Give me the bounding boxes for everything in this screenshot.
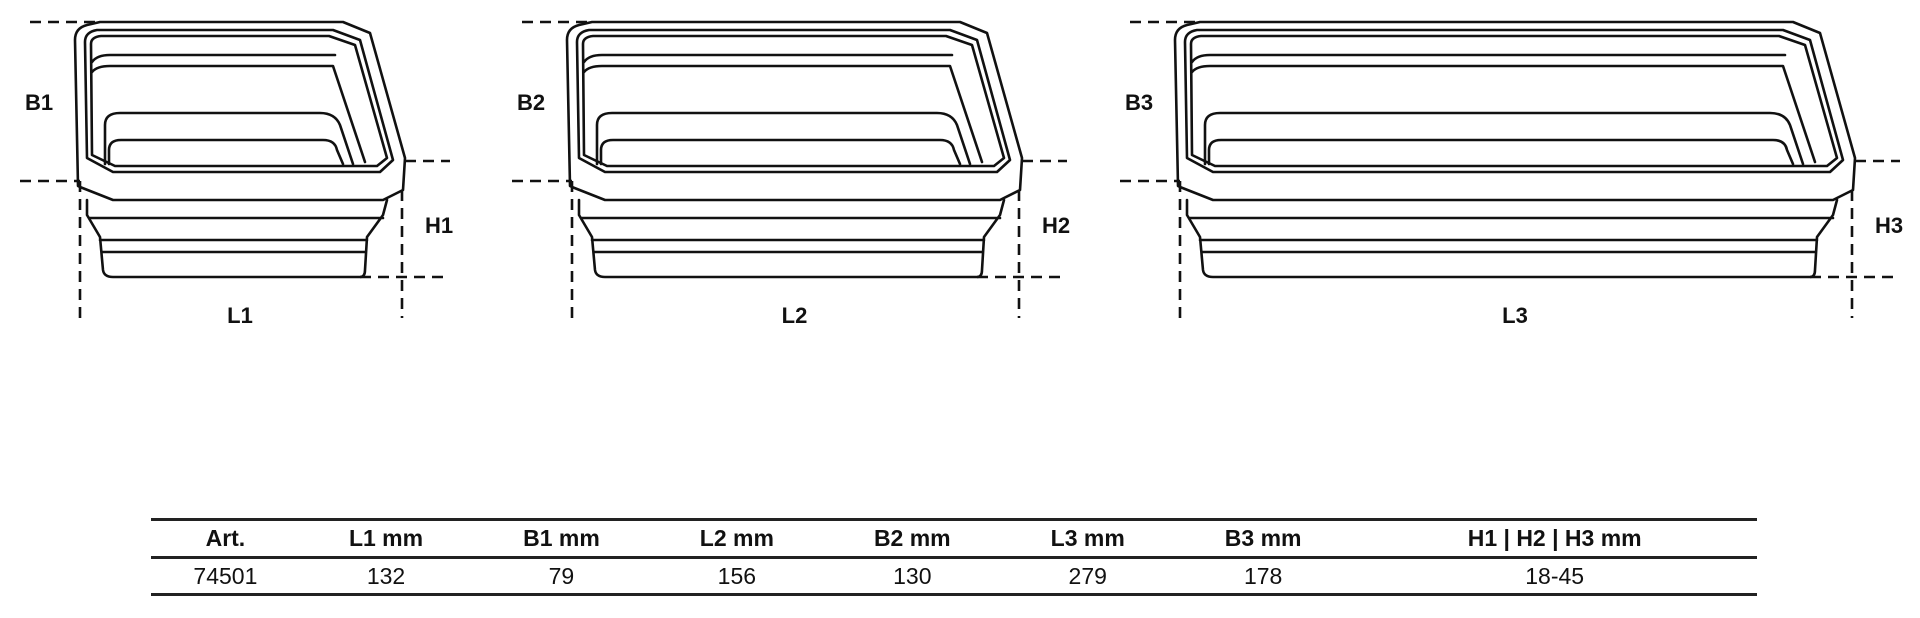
tray-2 [565,20,1024,279]
tray-rim-inner-2 [581,34,1006,168]
table-header-row: Art. L1 mm B1 mm L2 mm B2 mm L3 mm B3 mm… [151,519,1757,558]
height-label: H1 [425,213,453,238]
length-label: L2 [782,303,808,328]
dimension-lines-3 [1120,20,1900,318]
length-label: L3 [1502,303,1528,328]
header-b2: B2 mm [873,525,951,551]
header-l1: L1 mm [348,525,424,551]
dimension-lines-2 [512,20,1067,318]
tray-rim-inner [575,28,1012,174]
header-b1: B1 mm [523,525,600,551]
tray-rim-inner [1183,28,1845,174]
header-l2: L2 mm [699,525,774,551]
width-label: B3 [1125,90,1153,115]
tray-bowl-wall [582,53,984,164]
tray-rim-outer [565,20,1024,202]
cell-l1: 132 [366,562,406,589]
header-height: H1 | H2 | H3 mm [1467,525,1642,551]
table-row: 74501 132 79 156 130 279 178 18-45 [151,558,1757,595]
tray-base [85,198,389,279]
cell-b1: 79 [548,562,575,589]
tray-bowl-floor [1203,111,1805,166]
length-label: L1 [227,303,253,328]
tray-rim-inner-2 [1189,34,1839,168]
header-l3: L3 mm [1050,525,1125,551]
width-label: B2 [517,90,545,115]
cell-b2: 130 [893,562,932,589]
tray-base [577,198,1006,279]
header-art: Art. [205,525,246,551]
cell-l2: 156 [717,562,757,589]
cell-height: 18-45 [1525,562,1585,589]
tray-rim-inner-2 [89,34,389,168]
tray-bowl-floor-2 [1207,138,1795,166]
height-label: H2 [1042,213,1070,238]
tray-bowl-wall [1190,53,1817,164]
tray-rim-inner [83,28,395,174]
tray-bowl-floor-2 [107,138,345,166]
tray-3 [1173,20,1857,279]
tray-rim-outer [1173,20,1857,202]
dimension-lines-1 [20,20,450,318]
tray-bowl-floor [103,111,355,166]
cell-l3: 279 [1068,562,1107,589]
cell-art: 74501 [193,562,258,589]
tray-base [1185,198,1839,279]
specification-table: Art. L1 mm B1 mm L2 mm B2 mm L3 mm B3 mm… [151,518,1757,596]
height-label: H3 [1875,213,1903,238]
header-b3: B3 mm [1224,525,1302,551]
width-label: B1 [25,90,53,115]
tray-bowl-wall [90,53,367,164]
tray-bowl-floor [595,111,972,166]
tray-bowl-floor-2 [599,138,962,166]
cell-b3: 178 [1243,562,1283,589]
tray-rim-outer [73,20,407,202]
tray-1 [73,20,407,279]
